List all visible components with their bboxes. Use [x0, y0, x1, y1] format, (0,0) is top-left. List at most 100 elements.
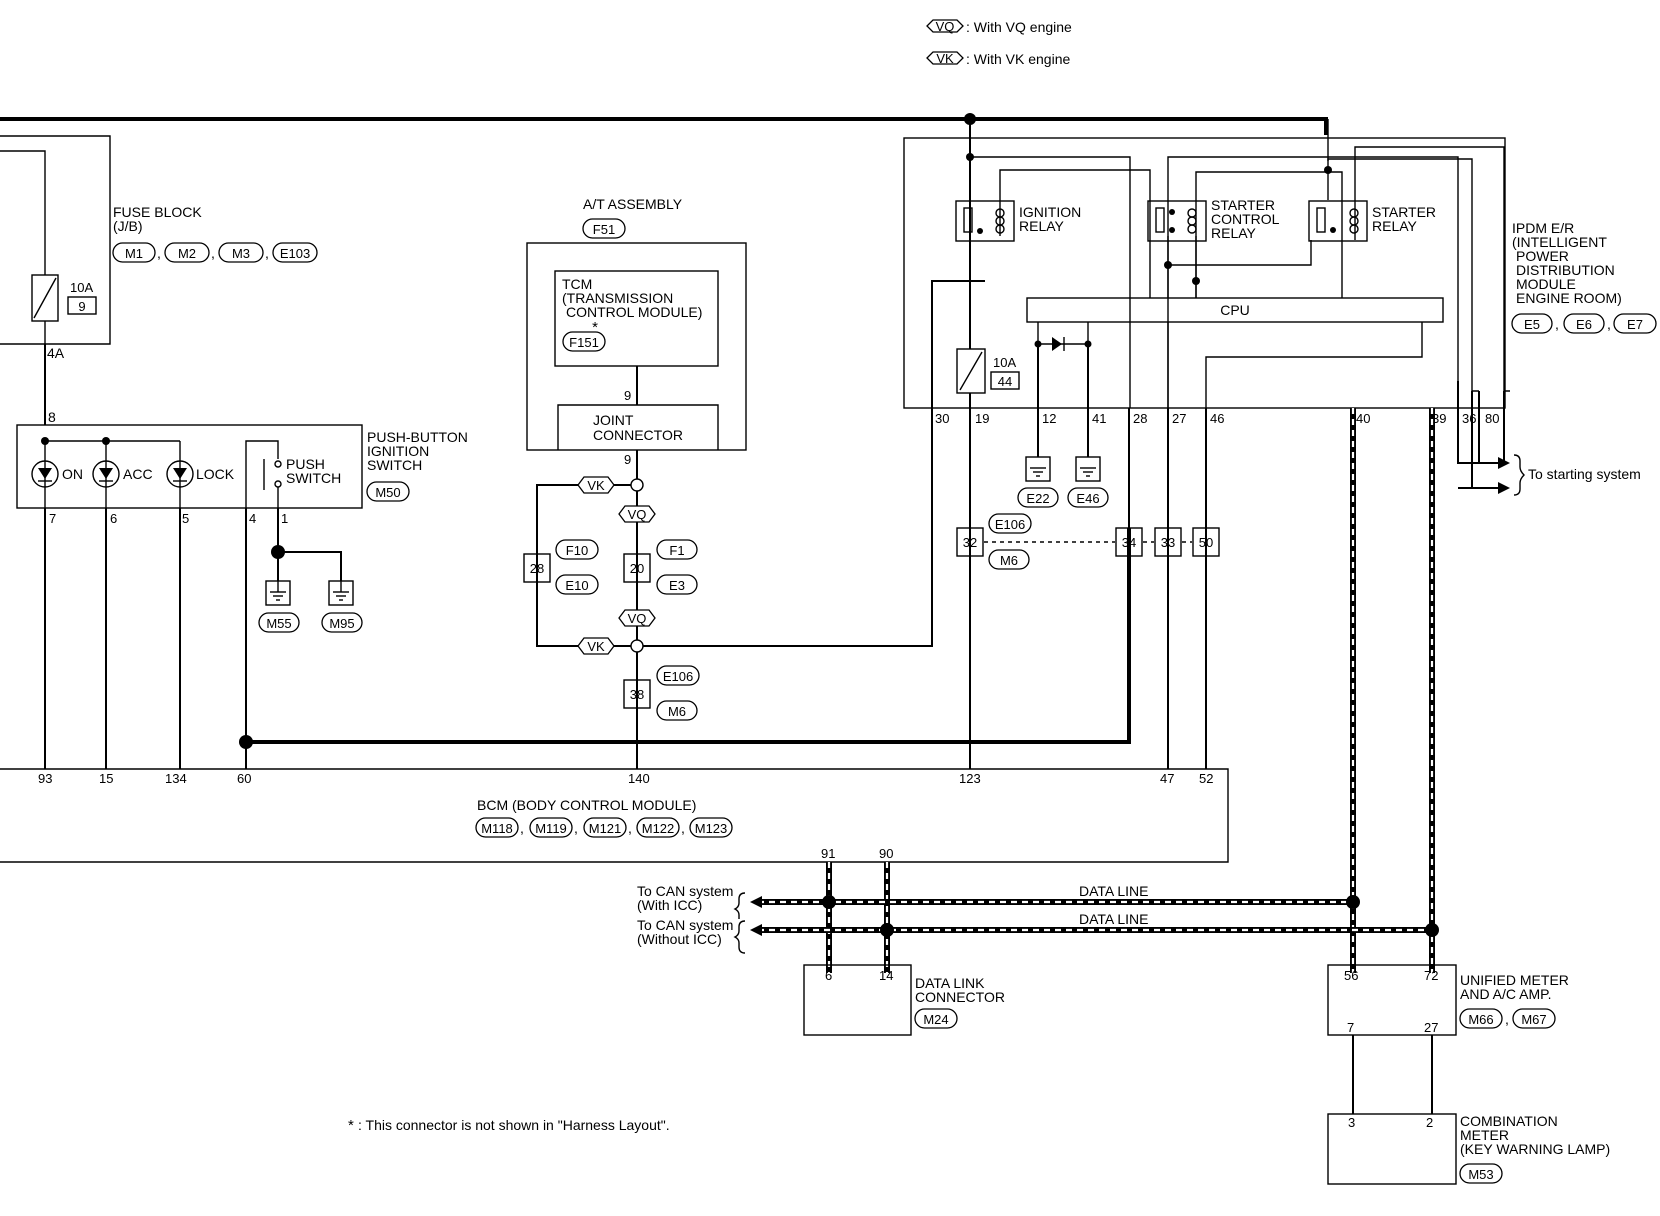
ipdm-pin-39: 39 — [1432, 411, 1446, 426]
svg-text:,: , — [157, 245, 161, 261]
ipdm-pin-30: 30 — [935, 411, 949, 426]
combo-title2: METER — [1460, 1127, 1509, 1143]
svg-text:,: , — [574, 820, 578, 836]
push-switch-title1: PUSH-BUTTON — [367, 429, 468, 445]
bcm-pin-52: 52 — [1199, 771, 1213, 786]
conn-m66: M66 — [1468, 1012, 1493, 1027]
data-line-label-2: DATA LINE — [1079, 911, 1149, 927]
ground-e46-label: E46 — [1076, 491, 1099, 506]
legend-vq-tag: VQ — [936, 19, 955, 34]
starter-control-relay-icon — [1147, 200, 1207, 242]
svg-text:,: , — [520, 820, 524, 836]
ipdm-fuse-amp: 10A — [993, 355, 1016, 370]
conn-f10: F10 — [566, 543, 588, 558]
ground-m95-icon — [328, 580, 354, 606]
legend-vk-tag: VK — [936, 51, 954, 66]
sw-pin-1: 1 — [281, 511, 288, 526]
to-starting-system: To starting system — [1528, 466, 1641, 482]
ipdm-pin-80: 80 — [1485, 411, 1499, 426]
bcm-pin-93: 93 — [38, 771, 52, 786]
legend: VQ : With VQ engine VK : With VK engine — [926, 19, 1072, 67]
ipdm-pin-40: 40 — [1356, 411, 1370, 426]
ground-m95-label: M95 — [329, 616, 354, 631]
conn-e103: E103 — [280, 246, 310, 261]
conn-e10: E10 — [565, 578, 588, 593]
conn-m67: M67 — [1521, 1012, 1546, 1027]
harness-conn-m6: M6 — [1000, 553, 1018, 568]
ground-e22-icon — [1025, 456, 1051, 482]
ipdm-title2: (INTELLIGENT — [1512, 234, 1607, 250]
tcm-label: TCM — [562, 276, 592, 292]
svg-text:,: , — [265, 245, 269, 261]
can-brace-2 — [733, 920, 746, 954]
tag-vq-lower: VQ — [628, 611, 647, 626]
ipdm-pin-28: 28 — [1133, 411, 1147, 426]
conn-e6: E6 — [1576, 317, 1592, 332]
conn-m119: M119 — [535, 821, 567, 836]
ipdm-pin-41: 41 — [1092, 411, 1106, 426]
can-data-lines: To CAN system (With ICC) To CAN system (… — [637, 408, 1439, 973]
fuse-amp: 10A — [70, 280, 93, 295]
diode-acc-label: ACC — [123, 466, 153, 482]
ipdm-pin-36: 36 — [1462, 411, 1476, 426]
harness-pin-34: 34 — [1122, 535, 1136, 550]
ipdm-pin-46: 46 — [1210, 411, 1224, 426]
conn-e106-at: E106 — [663, 669, 693, 684]
ipdm-pin-19: 19 — [975, 411, 989, 426]
starting-brace — [1513, 454, 1525, 496]
push-switch-label2: SWITCH — [286, 470, 341, 486]
starter-relay-label2: RELAY — [1372, 218, 1418, 234]
sw-pin-6: 6 — [110, 511, 117, 526]
starter-control-relay-label2: CONTROL — [1211, 211, 1280, 227]
ignition-relay-label1: IGNITION — [1019, 204, 1081, 220]
conn-f1: F1 — [669, 543, 684, 558]
ground-e46-icon — [1075, 456, 1101, 482]
bcm-pin-15: 15 — [99, 771, 113, 786]
push-switch-title2: IGNITION — [367, 443, 429, 459]
meter-title1: UNIFIED METER — [1460, 972, 1569, 988]
conn-m6-at: M6 — [668, 704, 686, 719]
footnote: * : This connector is not shown in "Harn… — [348, 1117, 670, 1134]
conn-m3: M3 — [232, 246, 250, 261]
dlc-title2: CONNECTOR — [915, 989, 1005, 1005]
svg-text:,: , — [628, 820, 632, 836]
harness-pin-50: 50 — [1199, 535, 1213, 550]
diode-acc-icon — [92, 441, 120, 508]
at-assembly-title: A/T ASSEMBLY — [583, 196, 683, 212]
bcm: 93 15 134 60 140 123 47 52 BCM (BODY CON… — [0, 768, 1229, 863]
splice-38: 38 — [630, 687, 644, 702]
legend-vq-text: : With VQ engine — [966, 19, 1072, 35]
ipdm-er: IGNITION RELAY STARTER CONTROL RELAY STA… — [903, 119, 1657, 508]
arrow-can1-icon — [750, 896, 762, 908]
cpu-label: CPU — [1220, 302, 1250, 318]
battery-bus — [0, 113, 1328, 135]
combo-pin-3: 3 — [1348, 1115, 1355, 1130]
splice-20: 20 — [630, 561, 644, 576]
arrow-start1-icon — [1498, 457, 1510, 469]
ipdm-fuse-no: 44 — [998, 374, 1012, 389]
sw-pin-4: 4 — [249, 511, 256, 526]
combination-meter: 3 2 COMBINATION METER (KEY WARNING LAMP)… — [1327, 1113, 1610, 1185]
diode-on-icon — [31, 441, 59, 508]
svg-text:,: , — [1555, 316, 1559, 332]
at-assembly-connector: F51 — [593, 222, 615, 237]
ground-e22-label: E22 — [1026, 491, 1049, 506]
combo-title1: COMBINATION — [1460, 1113, 1558, 1129]
starter-control-relay-label1: STARTER — [1211, 197, 1275, 213]
fuse-pin-out: 4A — [47, 345, 65, 361]
meter-pin-72: 72 — [1424, 968, 1438, 983]
conn-m1: M1 — [125, 246, 143, 261]
joint-connector-label2: CONNECTOR — [593, 427, 683, 443]
fuse-block-title: FUSE BLOCK — [113, 204, 202, 220]
footnote-star: * — [348, 1117, 354, 1134]
harness-pin-32: 32 — [963, 535, 977, 550]
meter-pin-56: 56 — [1344, 968, 1358, 983]
ipdm-title5: MODULE — [1516, 276, 1576, 292]
can1-label2: (With ICC) — [637, 897, 702, 913]
svg-text:,: , — [681, 820, 685, 836]
ipdm-pin-12: 12 — [1042, 411, 1056, 426]
switch-to-bcm-wires — [44, 508, 1131, 769]
ignition-relay-icon — [955, 200, 1015, 242]
